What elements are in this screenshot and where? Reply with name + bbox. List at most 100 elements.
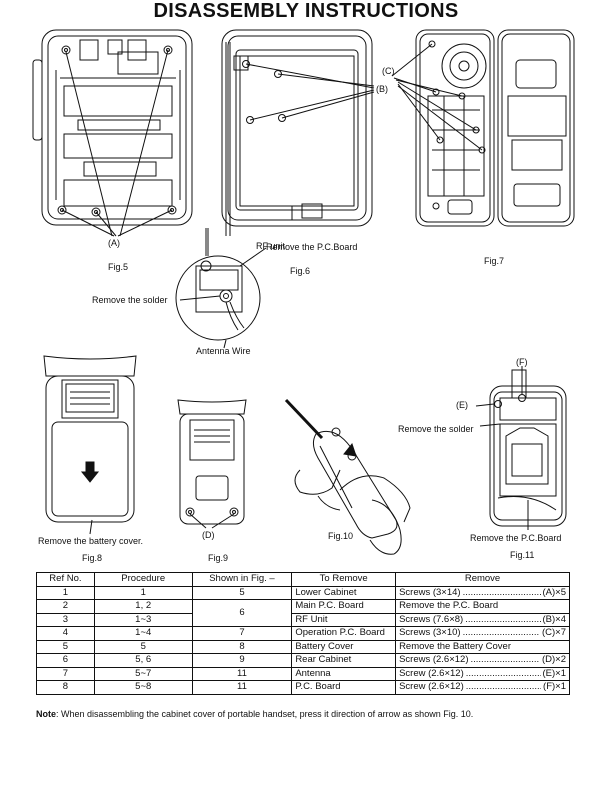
remove-instruction: Screws (3×14)...........................… (399, 587, 566, 599)
cell-procedure: 1~3 (93, 612, 193, 627)
remove-method: Screw (2.6×12) (399, 667, 464, 679)
screw-code: (E)×1 (542, 667, 567, 679)
remove-instruction: Screw (2.6×12)..........................… (399, 681, 566, 693)
header-shown-in-fig: Shown in Fig. – (191, 572, 293, 587)
leader-dots: ................................ (470, 654, 540, 666)
fig11-callout-f: (F) (516, 357, 528, 367)
note-prefix: Note (36, 709, 56, 719)
cell-ref-no: 6 (36, 653, 95, 668)
cell-shown-in-fig: 7 (191, 626, 293, 641)
remove-method: Remove the Battery Cover (399, 640, 511, 652)
fig6-antenna-wire-label: Antenna Wire (196, 346, 251, 356)
cell-to-remove: P.C. Board (291, 680, 397, 695)
leader-dots: ................................ (465, 613, 540, 625)
leader-dots: ................................ (462, 586, 541, 598)
fig6-caption: Fig.6 (290, 266, 311, 276)
fig8-caption: Fig.8 (82, 553, 103, 563)
cell-remove: Screws (2.6×12).........................… (395, 653, 570, 668)
cell-to-remove: Lower Cabinet (291, 585, 397, 600)
cell-shown-in-fig: 8 (191, 639, 293, 654)
page-title: DISASSEMBLY INSTRUCTIONS (153, 0, 459, 22)
disassembly-table: Ref No. Procedure Shown in Fig. – To Rem… (36, 572, 570, 695)
cell-shown-in-fig: 6 (191, 599, 293, 627)
fig5-callout-a: (A) (108, 238, 120, 248)
remove-instruction: Remove the Battery Cover (399, 641, 566, 653)
fig9-drawing (177, 399, 247, 529)
cell-ref-no: 8 (36, 680, 95, 695)
fig7-caption: Fig.7 (484, 256, 505, 266)
cell-procedure: 5~8 (93, 680, 193, 695)
fig10-drawing (284, 398, 411, 555)
cell-procedure: 1, 2 (93, 599, 193, 614)
fig9-callout-d: (D) (202, 530, 215, 540)
table-header-row: Ref No. Procedure Shown in Fig. – To Rem… (36, 572, 570, 587)
remove-instruction: Screws (2.6×12).........................… (399, 654, 566, 666)
cell-remove: Screws (7.6×8)..........................… (395, 612, 570, 627)
cell-shown-in-fig: 9 (191, 653, 293, 668)
cell-ref-no: 3 (36, 612, 95, 627)
cell-shown-in-fig: 11 (191, 680, 293, 695)
cell-to-remove: Battery Cover (291, 639, 397, 654)
screw-code: (A)×5 (542, 586, 567, 598)
screw-code: (F)×1 (543, 681, 566, 693)
remove-method: Screws (2.6×12) (399, 654, 469, 666)
header-to-remove: To Remove (291, 572, 397, 587)
leader-dots: ................................ (462, 627, 540, 639)
fig5-drawing (32, 29, 193, 237)
fig11-drawing (475, 366, 567, 530)
cell-remove: Screw (2.6×12)..........................… (395, 680, 570, 695)
remove-method: Remove the P.C. Board (399, 600, 499, 612)
fig5-caption: Fig.5 (108, 262, 129, 272)
cell-procedure: 5 (93, 639, 193, 654)
fig6-drawing (175, 29, 375, 349)
cell-to-remove: Antenna (291, 666, 397, 681)
remove-instruction: Screws (7.6×8)..........................… (399, 614, 566, 626)
remove-instruction: Remove the P.C. Board (399, 600, 566, 612)
leader-dots: ................................ (465, 667, 541, 679)
header-ref-no: Ref No. (36, 572, 95, 587)
header-procedure: Procedure (93, 572, 193, 587)
fig9-caption: Fig.9 (208, 553, 229, 563)
screw-code: (B)×4 (542, 613, 567, 625)
cell-remove: Screw (2.6×12)..........................… (395, 666, 570, 681)
cell-to-remove: RF Unit (291, 612, 397, 627)
cell-to-remove: Main P.C. Board (291, 599, 397, 614)
fig11-caption: Fig.11 (510, 550, 535, 560)
cell-ref-no: 5 (36, 639, 95, 654)
fig11-remove-board-label: Remove the P.C.Board (470, 533, 562, 543)
fig8-drawing (43, 355, 137, 535)
cell-procedure: 5~7 (93, 666, 193, 681)
fig11-callout-e: (E) (456, 400, 468, 410)
fig10-caption: Fig.10 (328, 531, 354, 541)
fig6-callout-b: (B) (376, 84, 388, 94)
cell-ref-no: 4 (36, 626, 95, 641)
cell-shown-in-fig: 11 (191, 666, 293, 681)
cell-remove: Remove the P.C. Board (395, 599, 570, 614)
leader-dots (500, 600, 564, 612)
fig11-solder-label: Remove the solder (398, 424, 474, 434)
remove-method: Screws (3×14) (399, 586, 461, 598)
cell-remove: Screws (3×10)...........................… (395, 626, 570, 641)
cell-procedure: 5, 6 (93, 653, 193, 668)
remove-method: Screws (3×10) (399, 627, 461, 639)
cell-ref-no: 7 (36, 666, 95, 681)
note: Note: When disassembling the cabinet cov… (36, 709, 473, 719)
screw-code: (D)×2 (541, 654, 566, 666)
note-text: : When disassembling the cabinet cover o… (56, 709, 474, 719)
cell-procedure: 1~4 (93, 626, 193, 641)
leader-dots (513, 641, 564, 653)
cell-remove: Screws (3×14)...........................… (395, 585, 570, 600)
fig7-drawing (391, 29, 575, 227)
cell-ref-no: 1 (36, 585, 95, 600)
remove-method: Screws (7.6×8) (399, 613, 464, 625)
remove-method: Screw (2.6×12) (399, 681, 464, 693)
cell-shown-in-fig: 5 (191, 585, 293, 600)
